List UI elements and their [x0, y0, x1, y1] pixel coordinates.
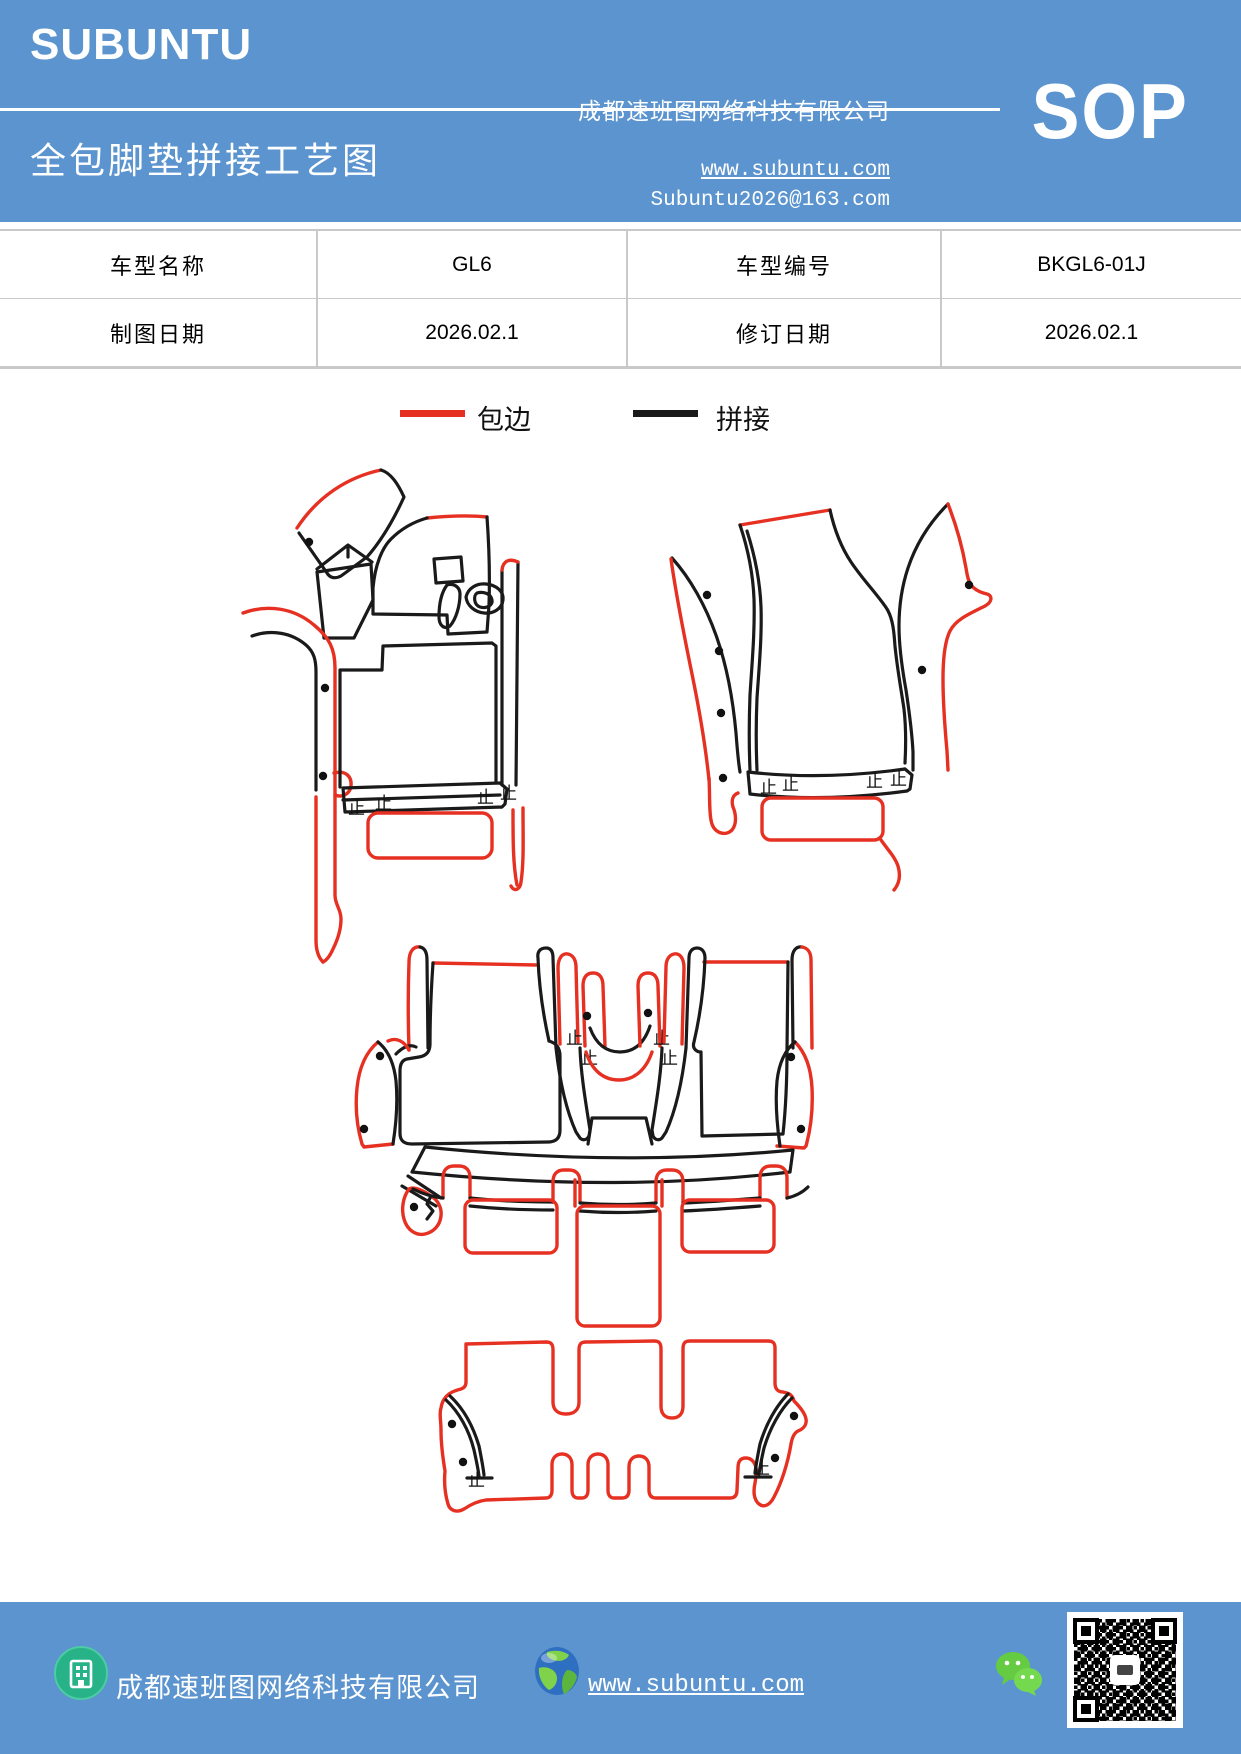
footer-website-link[interactable]: www.subuntu.com: [588, 1672, 805, 1699]
front-right-mat-drawing: 止 止 止 止: [669, 502, 993, 892]
footer-banner: 成都速班图网络科技有限公司 www.subuntu.com: [0, 1602, 1241, 1754]
wechat-icon: [996, 1652, 1042, 1696]
stop-mark: 止: [661, 1049, 678, 1068]
stop-mark: 止: [866, 772, 883, 791]
brand-logo: SUBUNTU: [30, 20, 253, 69]
website-link[interactable]: www.subuntu.com: [700, 159, 890, 182]
stop-mark: 止: [566, 1029, 583, 1048]
footer-company-name: 成都速班图网络科技有限公司: [116, 1673, 480, 1703]
model-code-value: BKGL6-01J: [942, 231, 1241, 299]
second-row-mat-drawing: 止 止 止 止: [354, 945, 814, 1328]
draw-date-label: 制图日期: [0, 299, 318, 367]
model-name-value: GL6: [318, 231, 628, 299]
qr-code: [1067, 1612, 1183, 1728]
stop-mark: 止: [753, 1459, 770, 1478]
qr-center-logo: [1110, 1655, 1140, 1685]
model-code-label: 车型编号: [628, 231, 942, 299]
legend-splice-label: 拼接: [716, 405, 770, 435]
legend-splice-swatch: [633, 410, 698, 417]
model-name-label: 车型名称: [0, 231, 318, 299]
stop-mark: 止: [477, 788, 494, 807]
legend-edging-swatch: [400, 410, 465, 417]
vehicle-info-table: 车型名称 GL6 车型编号 BKGL6-01J 制图日期 2026.02.1 修…: [0, 229, 1241, 369]
page-title: 全包脚垫拼接工艺图: [30, 141, 382, 181]
stop-mark: 止: [782, 775, 799, 794]
globe-icon: [535, 1647, 579, 1695]
front-left-mat-drawing: 止 止 止 止: [241, 468, 525, 964]
stop-mark: 止: [468, 1471, 485, 1490]
sop-badge: SOP: [1031, 67, 1189, 155]
header-contact-block: 成都速班图网络科技有限公司 www.subuntu.com Subuntu202…: [578, 92, 890, 216]
email-link[interactable]: Subuntu2026@163.com: [650, 189, 890, 212]
stop-mark: 止: [653, 1029, 670, 1048]
draw-date-value: 2026.02.1: [318, 299, 628, 367]
legend-edging-label: 包边: [477, 405, 531, 435]
stop-mark: 止: [500, 784, 517, 803]
third-row-mat-drawing: 止 止: [438, 1339, 808, 1513]
stop-mark: 止: [760, 778, 777, 797]
company-name: 成都速班图网络科技有限公司: [578, 99, 890, 124]
revise-date-value: 2026.02.1: [942, 299, 1241, 367]
header-banner: SUBUNTU 全包脚垫拼接工艺图 成都速班图网络科技有限公司 www.subu…: [0, 0, 1241, 222]
stop-mark: 止: [348, 799, 365, 818]
stop-mark: 止: [890, 770, 907, 789]
qr-finder-top-left: [1073, 1618, 1099, 1644]
company-building-icon: [54, 1646, 108, 1700]
qr-finder-bottom-left: [1073, 1696, 1099, 1722]
header-divider: [0, 108, 1000, 111]
revise-date-label: 修订日期: [628, 299, 942, 367]
qr-finder-top-right: [1151, 1618, 1177, 1644]
stop-mark: 止: [375, 794, 392, 813]
